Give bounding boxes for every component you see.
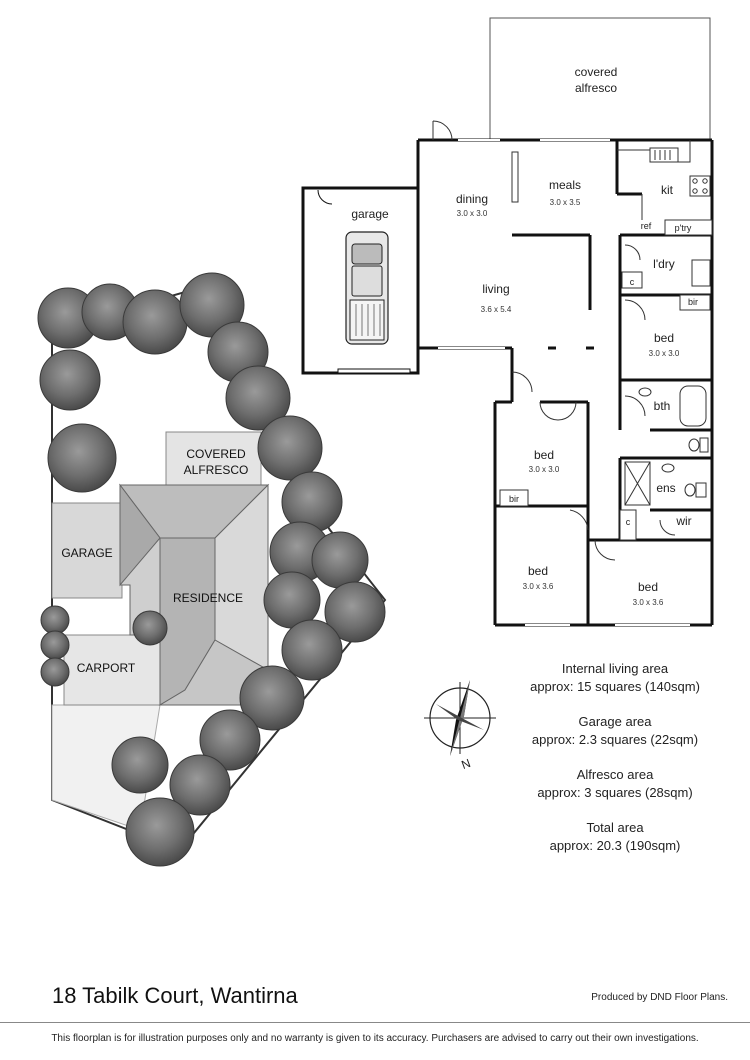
property-address: 18 Tabilk Court, Wantirna <box>52 983 298 1008</box>
label-c2: c <box>626 517 631 527</box>
site-trees <box>37 272 386 867</box>
compass-north-label: N <box>460 756 473 772</box>
label-kit: kit <box>661 183 674 197</box>
house-floor-plan: covered alfresco garage dining 3.0 x 3.0… <box>301 17 714 627</box>
dim-bed-left-bottom: 3.0 x 3.6 <box>523 582 554 591</box>
fixtures <box>432 120 713 626</box>
area-garage: Garage area approx: 2.3 squares (22sqm) <box>500 713 730 749</box>
footer-divider <box>0 1022 750 1023</box>
label-bir2: bir <box>509 494 519 504</box>
label-ptry: p'try <box>675 223 692 233</box>
label-ens: ens <box>656 481 675 495</box>
label-wir: wir <box>675 514 691 528</box>
compass-icon: N <box>424 680 496 772</box>
dim-bed-center: 3.0 x 3.0 <box>529 465 560 474</box>
label-covered-1: covered <box>575 65 618 79</box>
site-label-residence: RESIDENCE <box>173 591 243 605</box>
site-label-garage: GARAGE <box>61 546 112 560</box>
dim-bed-right-bottom: 3.0 x 3.6 <box>633 598 664 607</box>
label-dining: dining <box>456 192 488 206</box>
area-alfresco-label: Alfresco area <box>576 767 654 782</box>
area-total-value: approx: 20.3 (190sqm) <box>549 838 681 853</box>
dim-bed-right-top: 3.0 x 3.0 <box>649 349 680 358</box>
site-plan: COVERED ALFRESCO GARAGE RESIDENCE CARPOR… <box>37 272 387 867</box>
area-internal-value: approx: 15 squares (140sqm) <box>530 679 700 694</box>
site-label-carport: CARPORT <box>77 661 136 675</box>
dim-meals: 3.0 x 3.5 <box>550 198 581 207</box>
label-ldry: l'dry <box>653 257 675 271</box>
site-covered-alfresco <box>165 431 262 488</box>
label-bed-center: bed <box>534 448 554 462</box>
area-alfresco-value: approx: 3 squares (28sqm) <box>537 785 693 800</box>
site-label-covered-alfresco-2: ALFRESCO <box>184 463 249 477</box>
dim-dining: 3.0 x 3.0 <box>457 209 488 218</box>
dim-living: 3.6 x 5.4 <box>481 305 512 314</box>
area-garage-value: approx: 2.3 squares (22sqm) <box>531 732 699 747</box>
disclaimer-text: This floorplan is for illustration purpo… <box>51 1033 699 1044</box>
label-c1: c <box>630 277 635 287</box>
label-bth: bth <box>654 399 671 413</box>
label-garage: garage <box>351 207 389 221</box>
label-covered-2: alfresco <box>575 81 617 95</box>
label-meals: meals <box>549 178 581 192</box>
label-bed-right-top: bed <box>654 331 674 345</box>
label-bir1: bir <box>688 297 698 307</box>
area-internal-label: Internal living area <box>561 661 669 676</box>
site-label-covered-alfresco-1: COVERED <box>186 447 246 461</box>
area-total: Total area approx: 20.3 (190sqm) <box>500 819 730 855</box>
area-garage-label: Garage area <box>578 714 652 729</box>
label-bed-left-bottom: bed <box>528 564 548 578</box>
site-carport <box>63 634 163 706</box>
area-summary: Internal living area approx: 15 squares … <box>500 660 730 872</box>
car-icon <box>345 231 389 345</box>
area-total-label: Total area <box>586 820 644 835</box>
area-internal: Internal living area approx: 15 squares … <box>500 660 730 696</box>
label-ref: ref <box>641 221 652 231</box>
alfresco-outline <box>489 17 711 141</box>
label-living: living <box>482 282 509 296</box>
producer-credit: Produced by DND Floor Plans. <box>591 992 728 1003</box>
area-alfresco: Alfresco area approx: 3 squares (28sqm) <box>500 766 730 802</box>
label-bed-right-bottom: bed <box>638 580 658 594</box>
